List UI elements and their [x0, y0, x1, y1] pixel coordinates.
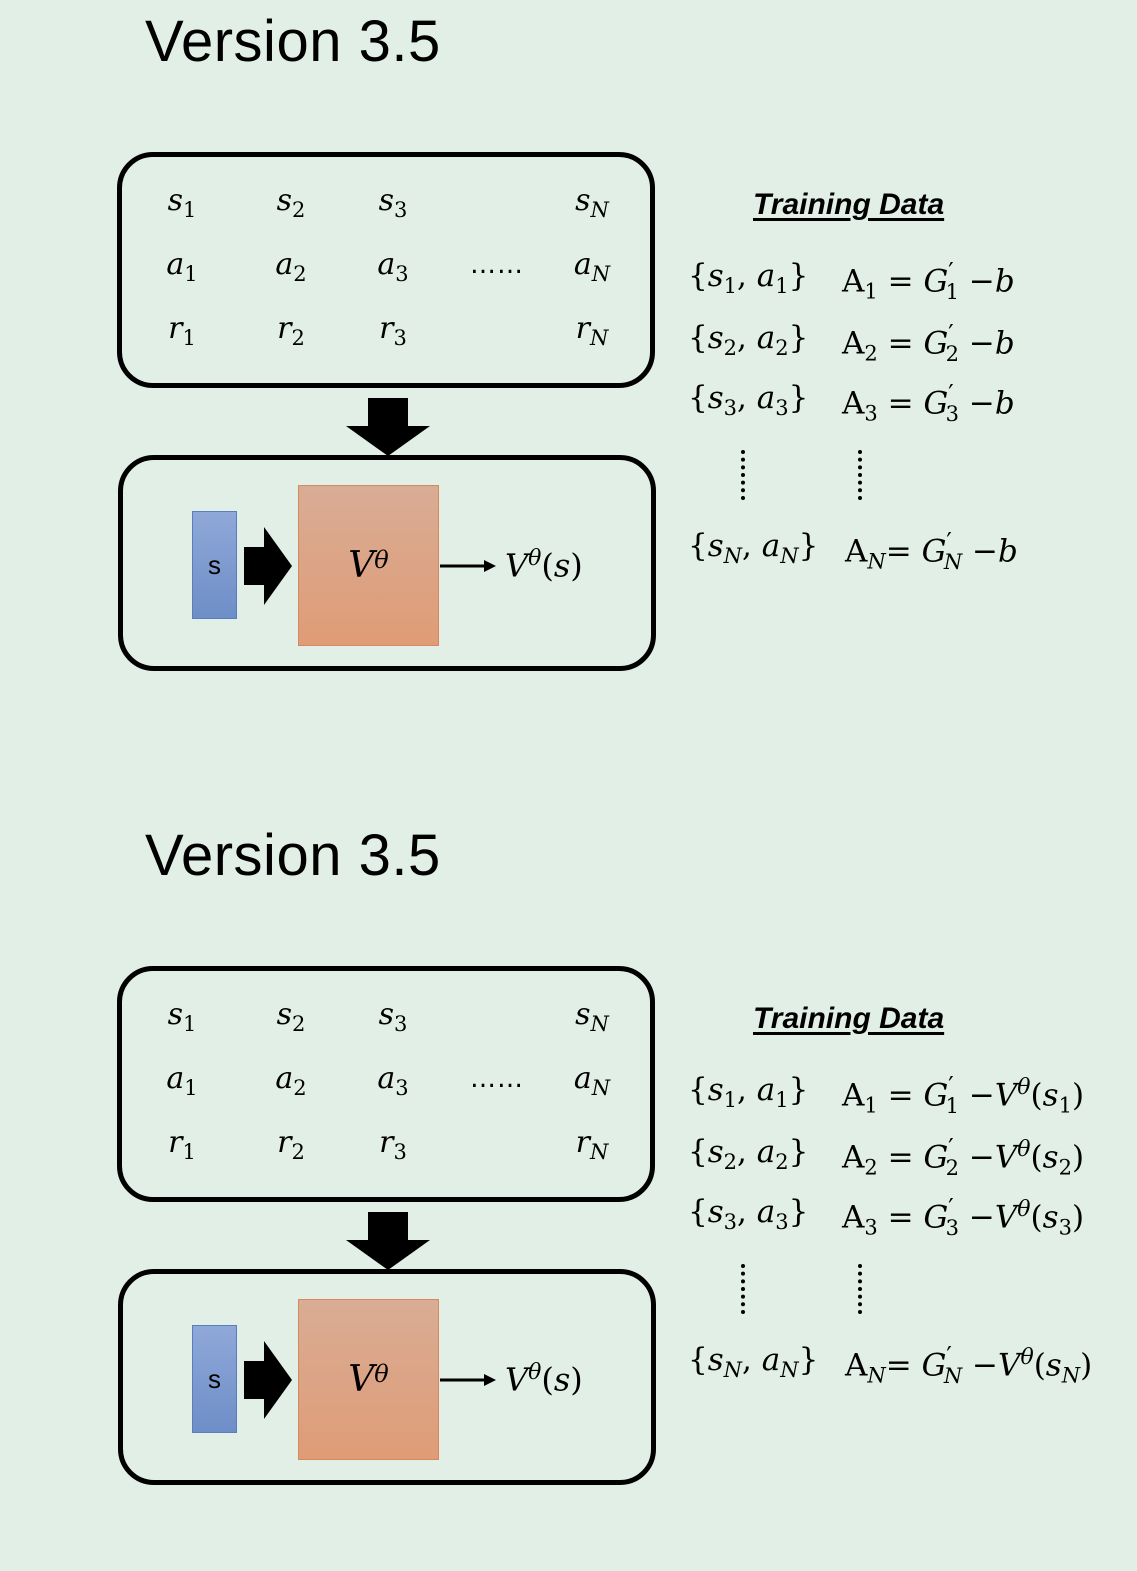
episode-ellipsis: …… — [470, 1064, 524, 1094]
episode-rewards-2: r2 — [277, 1125, 305, 1164]
training-pair-2: {s2, a2} — [688, 320, 809, 361]
advantage-vertical-dots — [858, 450, 862, 500]
episode-rewards-4: rN — [575, 311, 609, 350]
value-network-box — [118, 455, 656, 671]
episode-actions-4: aN — [573, 247, 611, 286]
episode-states-1: s1 — [167, 997, 197, 1036]
episode-actions-4: aN — [573, 1061, 611, 1100]
episode-actions-2: a2 — [275, 247, 307, 286]
episode-actions-1: a1 — [166, 247, 198, 286]
episode-rewards-3: r3 — [379, 311, 407, 350]
episode-box — [117, 966, 655, 1202]
version-title: Version 3.5 — [145, 823, 441, 888]
episode-rewards-2: r2 — [277, 311, 305, 350]
training-pair-3: {s3, a3} — [688, 1194, 809, 1235]
training-pair-4: {sN, aN} — [688, 528, 819, 569]
episode-ellipsis: …… — [470, 250, 524, 280]
episode-states-2: s2 — [276, 997, 306, 1036]
episode-box — [117, 152, 655, 388]
episode-states-4: sN — [575, 183, 609, 222]
training-data-title: Training Data — [753, 188, 945, 221]
down-arrow-icon — [346, 398, 430, 456]
state-input-box: s — [192, 511, 237, 619]
output-arrow-icon — [440, 560, 496, 572]
state-input-label: s — [208, 549, 221, 580]
advantage-2: A2 = G′2 −b — [842, 320, 1015, 366]
advantage-4: AN= G′N −Vθ(sN) — [845, 1342, 1093, 1388]
advantage-2: A2 = G′2 −Vθ(s2) — [842, 1134, 1085, 1180]
episode-states-2: s2 — [276, 183, 306, 222]
advantage-vertical-dots — [858, 1264, 862, 1314]
advantage-4: AN= G′N −b — [845, 528, 1018, 574]
episode-actions-1: a1 — [166, 1061, 198, 1100]
training-pair-1: {s1, a1} — [688, 1072, 809, 1113]
episode-states-3: s3 — [378, 183, 408, 222]
advantage-3: A3 = G′3 −Vθ(s3) — [842, 1194, 1085, 1240]
training-pair-4: {sN, aN} — [688, 1342, 819, 1383]
episode-rewards-1: r1 — [168, 311, 196, 350]
episode-rewards-3: r3 — [379, 1125, 407, 1164]
training-pair-2: {s2, a2} — [688, 1134, 809, 1175]
advantage-1: A1 = G′1 −Vθ(s1) — [842, 1072, 1085, 1118]
value-output: Vθ(s) — [505, 546, 583, 585]
value-output: Vθ(s) — [505, 1360, 583, 1399]
episode-actions-3: a3 — [377, 247, 409, 286]
episode-actions-3: a3 — [377, 1061, 409, 1100]
state-input-box: s — [192, 1325, 237, 1433]
episode-actions-2: a2 — [275, 1061, 307, 1100]
state-input-label: s — [208, 1363, 221, 1394]
right-arrow-icon — [244, 527, 292, 605]
pair-vertical-dots — [741, 1264, 745, 1314]
right-arrow-icon — [244, 1341, 292, 1419]
output-arrow-icon — [440, 1374, 496, 1386]
down-arrow-icon — [346, 1212, 430, 1270]
advantage-1: A1 = G′1 −b — [842, 258, 1015, 304]
training-pair-3: {s3, a3} — [688, 380, 809, 421]
value-network-box — [118, 1269, 656, 1485]
episode-rewards-4: rN — [575, 1125, 609, 1164]
episode-states-3: s3 — [378, 997, 408, 1036]
episode-rewards-1: r1 — [168, 1125, 196, 1164]
episode-states-4: sN — [575, 997, 609, 1036]
pair-vertical-dots — [741, 450, 745, 500]
training-pair-1: {s1, a1} — [688, 258, 809, 299]
advantage-3: A3 = G′3 −b — [842, 380, 1015, 426]
training-data-title: Training Data — [753, 1002, 945, 1035]
version-title: Version 3.5 — [145, 9, 441, 74]
episode-states-1: s1 — [167, 183, 197, 222]
